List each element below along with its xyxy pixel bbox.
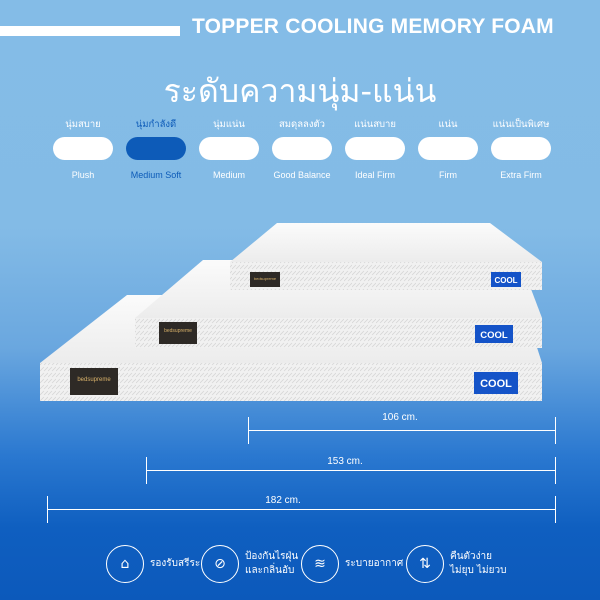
level-pill: [272, 137, 332, 160]
feature-ventilation: ≋ ระบายอากาศ: [301, 545, 403, 583]
dimension-line-182: [47, 496, 556, 523]
feature-body-support: ⌂ รองรับสรีระ: [106, 545, 200, 583]
ventilation-icon: ≋: [301, 545, 339, 583]
level-thai-label: แน่นสบาย: [354, 119, 396, 130]
feature-text: คืนตัวง่าย: [450, 551, 492, 562]
firmness-level-extra-firm: แน่นเป็นพิเศษ Extra Firm: [490, 117, 552, 180]
level-pill: [491, 137, 551, 160]
level-thai-label: แน่น: [438, 119, 458, 130]
dimension-line-153: [146, 457, 556, 484]
level-label: Extra Firm: [500, 170, 542, 180]
level-thai-label: นุ่มกำลังดี: [135, 119, 177, 130]
level-thai-label: นุ่มสบาย: [65, 119, 101, 130]
level-label: Plush: [71, 170, 95, 180]
firmness-level-firm: แน่น Firm: [417, 117, 479, 180]
body-support-icon: ⌂: [106, 545, 144, 583]
firmness-level-good-balance: สมดุลลงตัว Good Balance: [271, 117, 333, 180]
level-label: Ideal Firm: [354, 170, 395, 180]
dimension-label-153: 153 cm.: [327, 456, 363, 467]
feature-text: ระบายอากาศ: [345, 558, 404, 569]
level-pill: [199, 137, 259, 160]
product-title: TOPPER COOLING MEMORY FOAM: [192, 15, 554, 38]
feature-text: รองรับสรีระ: [150, 558, 201, 569]
firmness-level-medium: นุ่มแน่น Medium: [198, 117, 260, 180]
svg-text:bedsupreme: bedsupreme: [164, 328, 192, 334]
firmness-level-plush: นุ่มสบาย Plush: [52, 117, 114, 180]
cool-badge: [491, 272, 521, 287]
level-label: Good Balance: [273, 170, 331, 180]
mattress-small: bedsupreme COOL: [230, 223, 542, 290]
feature-text: และกลิ่นอับ: [245, 565, 295, 576]
feature-text: ไม่ยุบ ไม่ยวบ: [450, 565, 507, 576]
svg-text:COOL: COOL: [480, 378, 512, 390]
level-label: Medium: [212, 170, 245, 180]
svg-text:COOL: COOL: [494, 276, 517, 285]
anti-dust-mite-icon: ⊘: [201, 545, 239, 583]
level-pill: [53, 137, 113, 160]
feature-text: ป้องกันไรฝุ่น: [245, 551, 299, 562]
level-pill: [345, 137, 405, 160]
feature-anti-dust-mite: ⊘ ป้องกันไรฝุ่นและกลิ่นอับ: [201, 545, 298, 583]
level-label: Medium Soft: [130, 170, 182, 180]
brand-label: [250, 272, 280, 287]
cool-badge: [474, 372, 518, 394]
cool-badge: [475, 325, 513, 343]
level-label: Firm: [439, 170, 457, 180]
level-thai-label: นุ่มแน่น: [213, 119, 245, 130]
feature-rebound: ⇅ คืนตัวง่ายไม่ยุบ ไม่ยวบ: [406, 545, 506, 583]
brand-label: [70, 368, 118, 395]
firmness-heading: ระดับความนุ่ม-แน่น: [163, 72, 437, 110]
rebound-icon: ⇅: [406, 545, 444, 583]
header-accent-bar: [0, 26, 180, 36]
svg-text:bedsupreme: bedsupreme: [254, 276, 277, 281]
brand-label: [159, 322, 197, 344]
level-pill: [418, 137, 478, 160]
level-thai-label: สมดุลลงตัว: [278, 119, 325, 130]
dimension-line-106: [248, 417, 556, 444]
level-pill-selected: [126, 137, 186, 160]
dimension-label-106: 106 cm.: [382, 412, 418, 423]
firmness-scale: นุ่มสบาย Plush นุ่มกำลังดี Medium Soft นุ่…: [52, 117, 552, 180]
svg-text:COOL: COOL: [480, 330, 508, 341]
level-thai-label: แน่นเป็นพิเศษ: [492, 119, 550, 130]
svg-text:bedsupreme: bedsupreme: [77, 377, 111, 383]
dimension-label-182: 182 cm.: [265, 495, 301, 506]
firmness-level-medium-soft: นุ่มกำลังดี Medium Soft: [125, 117, 187, 180]
firmness-level-ideal-firm: แน่นสบาย Ideal Firm: [344, 117, 406, 180]
